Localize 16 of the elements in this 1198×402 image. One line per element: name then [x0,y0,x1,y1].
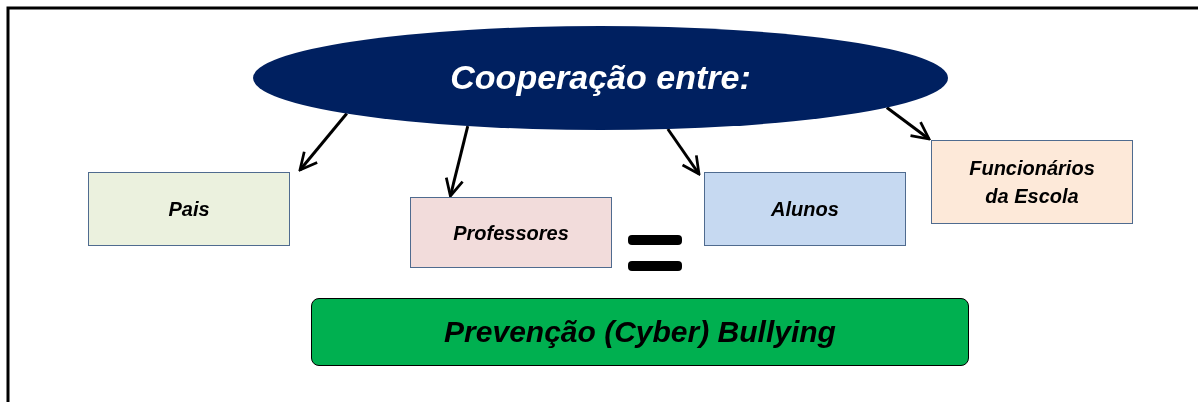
node-label: Prevenção (Cyber) Bullying [444,314,836,350]
arrow [666,128,701,176]
node-label: Funcionários da Escola [968,156,1096,209]
node-label: Pais [168,197,210,222]
arrow [298,112,348,172]
rounded-banner [311,298,969,366]
oval-shape [253,26,948,130]
process-box [88,172,290,246]
node-label: Professores [453,220,569,246]
process-box [931,140,1133,224]
node-label: Cooperação entre: [450,57,751,99]
arrow [885,106,931,141]
process-box [704,172,906,246]
process-box [410,197,612,268]
arrow [444,125,470,198]
node-label: Alunos [771,197,839,222]
